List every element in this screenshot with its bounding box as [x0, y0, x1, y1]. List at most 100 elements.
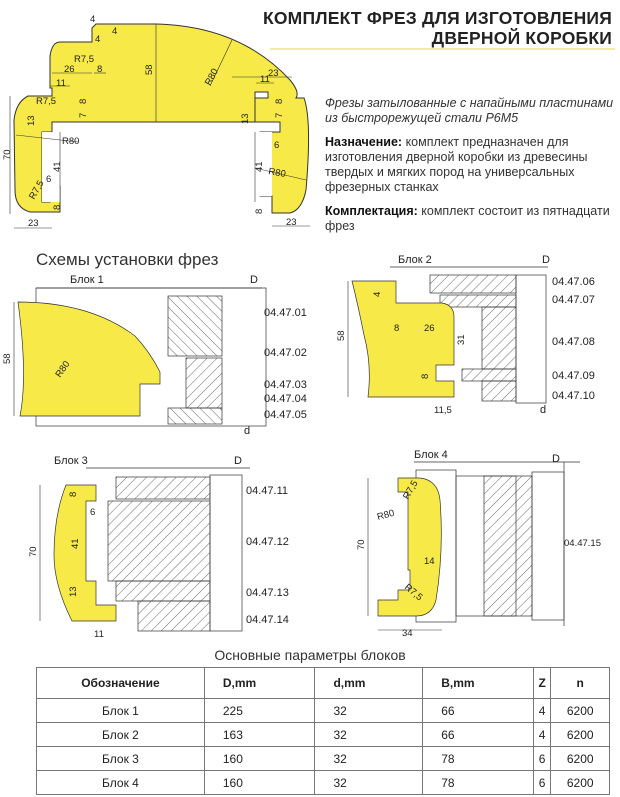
table-cell: 163 [203, 722, 316, 747]
dim-label: 13 [26, 115, 37, 126]
block-1-profile [17, 301, 161, 417]
table-cell: Блок 3 [36, 746, 205, 771]
column-header: n [550, 667, 610, 699]
table-cell: 6200 [550, 770, 610, 795]
part-number: 04.47.09 [552, 370, 595, 382]
part-number: 04.47.08 [552, 336, 595, 348]
table-header-row: Обозначение D,mm d,mm B,mm Z n [36, 667, 610, 699]
kit-label: Комплектация: [325, 204, 418, 218]
schemes-title: Схемы установки фрез [36, 250, 219, 269]
dim-label: R7,5 [36, 96, 56, 107]
part-number: 04.47.03 [264, 379, 307, 391]
part-number: 04.47.12 [246, 536, 289, 548]
part-number: 04.47.05 [264, 409, 307, 421]
dim-label: 41 [70, 538, 81, 549]
dim-label: 13 [68, 586, 79, 597]
table-cell: 32 [314, 722, 424, 747]
table-cell: 6200 [550, 722, 610, 747]
d-label: D [542, 254, 550, 266]
dim-label: R80 [62, 136, 79, 147]
table-row: Блок 3 160 32 78 6 6200 [36, 746, 610, 771]
dim-label: 23 [286, 217, 297, 228]
dim-label: 8 [420, 374, 431, 379]
dim-label: 4 [90, 14, 95, 25]
dim-label: 8 [254, 209, 265, 214]
block-3-profile [53, 484, 117, 622]
table-cell: 160 [203, 746, 316, 771]
purpose-text: комплект предназначен для изготовления д… [325, 135, 588, 194]
dim-label: 8 [78, 99, 89, 104]
dim-label: R80 [267, 166, 286, 180]
door-frame-profile-drawing: 4 4 4 R7,5 26 8 58 R80 11 8 7 R7,5 13 70… [2, 14, 310, 229]
table-cell: 4 [532, 698, 552, 723]
part-number: 04.47.07 [552, 294, 595, 306]
table-cell: 66 [422, 722, 534, 747]
dim-label: 23 [28, 218, 39, 229]
profile-shape [13, 23, 310, 214]
dim-label: 4 [95, 34, 100, 45]
dim-label: 70 [356, 539, 367, 550]
kit-paragraph: Комплектация: комплект состоит из пятнад… [325, 204, 620, 234]
part-number: 04.47.01 [264, 307, 307, 319]
dim-label: 58 [2, 353, 13, 364]
part-number: 04.47.02 [264, 347, 307, 359]
column-header: Обозначение [36, 667, 205, 699]
dim-label: 26 [424, 323, 435, 334]
part-number: 04.47.10 [552, 390, 595, 402]
dim-label: 7 [274, 113, 285, 118]
table-cell: 225 [203, 698, 316, 723]
dim-label: 58 [144, 64, 155, 75]
dim-label: 11 [260, 74, 270, 85]
purpose-label: Назначение: [325, 135, 403, 149]
dim-label: 58 [336, 330, 347, 341]
table-cell: Блок 4 [36, 770, 205, 795]
dim-label: 6 [46, 174, 51, 185]
purpose-paragraph: Назначение: комплект предназначен для из… [325, 135, 620, 195]
table-cell: 6200 [550, 698, 610, 723]
table-row: Блок 1 225 32 66 4 6200 [36, 698, 610, 723]
table-cell: 66 [422, 698, 534, 723]
part-number: 04.47.04 [264, 393, 307, 405]
dim-label: 8 [52, 205, 63, 210]
small-d-label: d [244, 425, 250, 437]
dim-label: 23 [268, 68, 279, 79]
dim-label: 11,5 [434, 405, 452, 416]
column-header: B,mm [422, 667, 534, 699]
table-cell: 32 [314, 746, 424, 771]
dim-label: 70 [2, 149, 13, 160]
block-label: Блок 3 [54, 455, 88, 467]
column-header: D,mm [203, 667, 316, 699]
page-title: КОМПЛЕКТ ФРЕЗ ДЛЯ ИЗГОТОВЛЕНИЯ ДВЕРНОЙ К… [263, 8, 612, 48]
table-cell: 32 [314, 770, 424, 795]
dim-label: 41 [52, 161, 63, 172]
description: Фрезы затылованные с напайными пластинам… [325, 96, 620, 243]
table-cell: 32 [314, 698, 424, 723]
table-cell: 6 [532, 770, 552, 795]
table-cell: 6200 [550, 746, 610, 771]
dim-label: 6 [90, 507, 95, 518]
d-label: D [552, 453, 560, 465]
part-number: 04.47.13 [246, 587, 289, 599]
dim-label: 8 [68, 492, 79, 497]
dim-label: 13 [240, 113, 251, 124]
block-2-scheme: Блок 2 D 58 4 8 26 31 8 11,5 d 04.47.06 … [336, 254, 595, 416]
table-row: Блок 4 160 32 78 6 6200 [36, 770, 610, 795]
dim-label: 7 [78, 113, 89, 118]
params-table: Обозначение D,mm d,mm B,mm Z n Блок 1 22… [36, 667, 610, 795]
title-line-2: ДВЕРНОЙ КОРОБКИ [431, 28, 612, 48]
dim-label: 8 [97, 64, 102, 75]
dim-label: 11 [94, 629, 104, 640]
block-2-profile [351, 280, 455, 398]
block-3-scheme: Блок 3 D 70 8 6 41 13 11 04.47.11 04.47.… [28, 455, 289, 640]
block-4-profile [377, 477, 442, 617]
part-number: 04.47.11 [246, 485, 288, 497]
dim-label: 70 [28, 546, 39, 557]
block-4-scheme: Блок 4 D 70 R7,5 R80 14 R7,5 34 04.47.15 [356, 449, 601, 639]
params-title: Основные параметры блоков [214, 647, 406, 663]
block-label: Блок 1 [70, 274, 104, 286]
dim-label: 26 [64, 64, 75, 75]
title-divider [270, 48, 615, 50]
table-row: Блок 2 163 32 66 4 6200 [36, 722, 610, 747]
dim-label: 34 [402, 628, 413, 639]
block-label: Блок 2 [398, 254, 432, 266]
